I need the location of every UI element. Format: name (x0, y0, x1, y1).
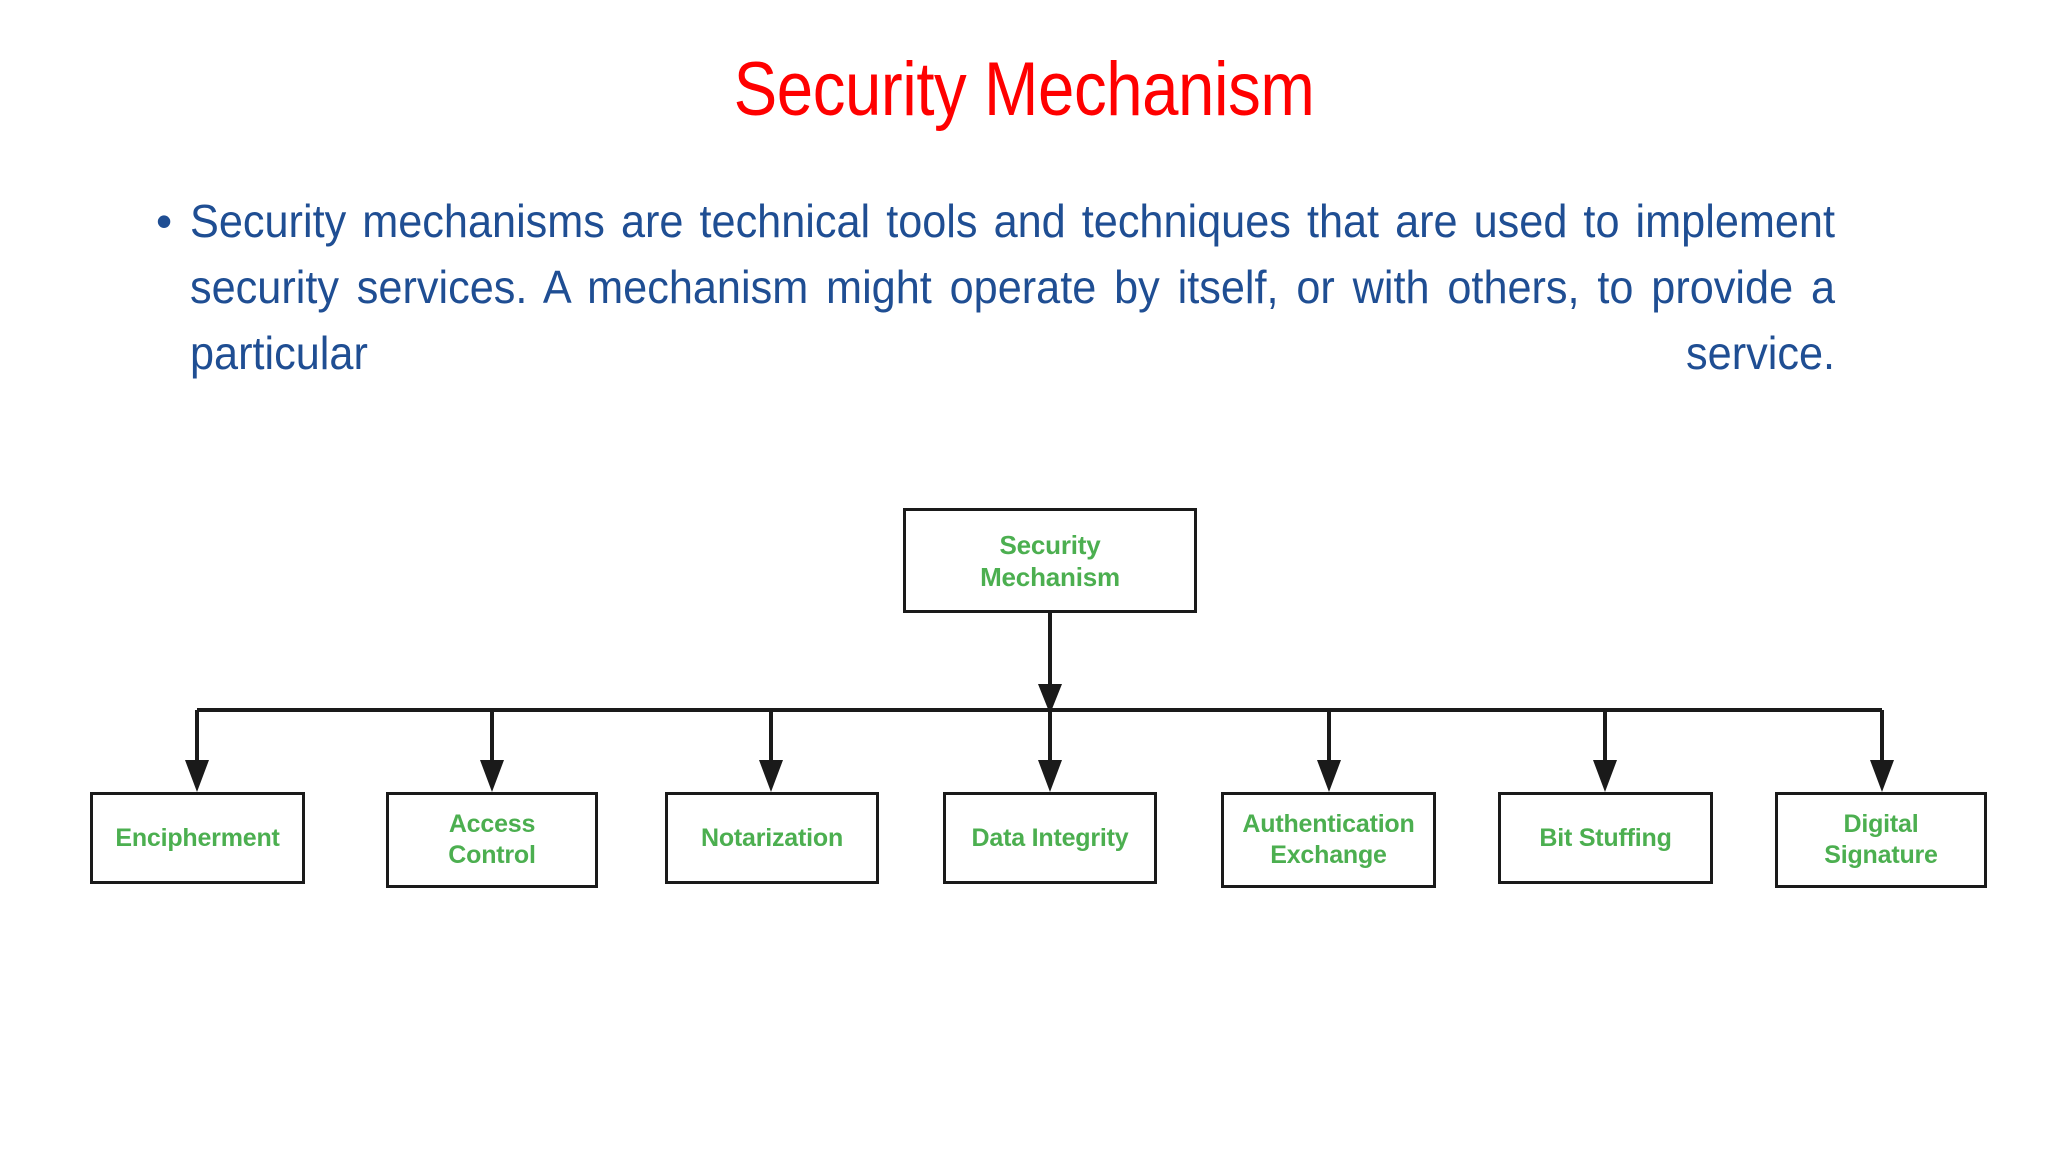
page-title: Security Mechanism (733, 47, 1315, 132)
diagram-node-label: Bit Stuffing (1539, 823, 1672, 852)
diagram-node-encipherment[interactable]: Encipherment (90, 792, 305, 884)
diagram-node-label: Notarization (700, 823, 844, 852)
body-text-block: • Security mechanisms are technical tool… (150, 188, 1940, 452)
arrowhead-3 (759, 760, 783, 792)
diagram-node-label: Security Mechanism (980, 529, 1120, 592)
diagram-node-authentication-exchange[interactable]: Authentication Exchange (1221, 792, 1436, 888)
arrowhead-5 (1317, 760, 1341, 792)
diagram-node-security-mechanism[interactable]: Security Mechanism (903, 508, 1197, 613)
diagram-node-bit-stuffing[interactable]: Bit Stuffing (1498, 792, 1713, 884)
diagram-node-label: Authentication Exchange (1242, 810, 1415, 869)
arrowhead-1 (185, 760, 209, 792)
arrowhead-7 (1870, 760, 1894, 792)
diagram-node-digital-signature[interactable]: Digital Signature (1775, 792, 1987, 888)
arrowhead-4 (1038, 760, 1062, 792)
diagram-node-label: Access Control (448, 810, 536, 869)
bullet-point-icon: • (156, 195, 173, 247)
bullet-item: • Security mechanisms are technical tool… (150, 188, 1940, 452)
diagram-node-label: Encipherment (115, 823, 280, 852)
arrowhead-root (1038, 684, 1062, 714)
diagram-node-data-integrity[interactable]: Data Integrity (943, 792, 1157, 884)
diagram-node-label: Digital Signature (1824, 810, 1938, 869)
diagram-node-access-control[interactable]: Access Control (386, 792, 598, 888)
arrowhead-6 (1593, 760, 1617, 792)
bullet-item-text: Security mechanisms are technical tools … (190, 195, 1835, 379)
arrowhead-2 (480, 760, 504, 792)
diagram-node-label: Data Integrity (971, 823, 1129, 852)
diagram-node-notarization[interactable]: Notarization (665, 792, 879, 884)
